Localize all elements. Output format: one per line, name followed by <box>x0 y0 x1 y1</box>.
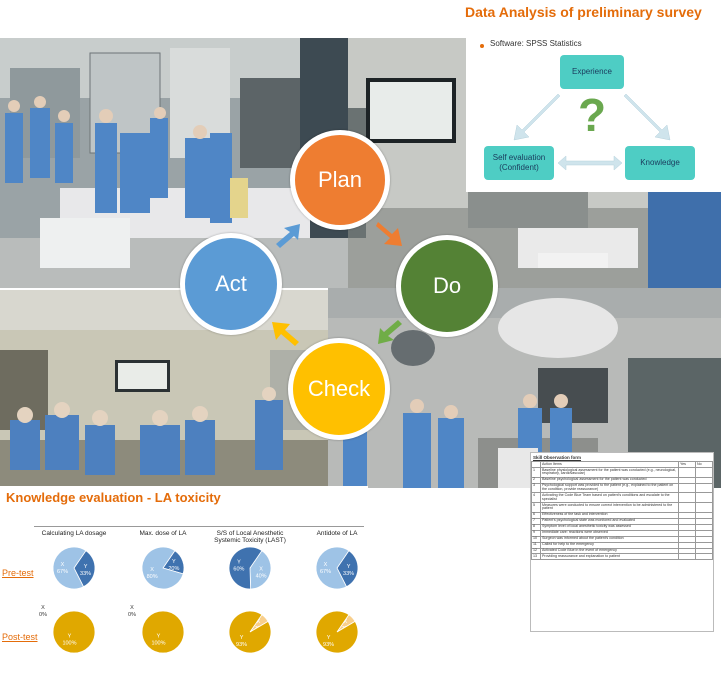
checklist-row-number: 1 <box>531 466 541 478</box>
pie-column-title: Antidote of LA <box>316 530 358 537</box>
pie-data-value: 20% <box>168 566 179 572</box>
checklist-row-number: 3 <box>531 482 541 494</box>
pie-column-title: Calculating LA dosage <box>41 530 107 537</box>
bullet-icon <box>480 44 484 48</box>
pie-zero-label: 0% <box>39 612 47 618</box>
pie-data-label: Y <box>68 634 72 640</box>
pie-zero-label: 0% <box>128 612 136 618</box>
pie-data-value: 93% <box>236 642 247 648</box>
checklist-title: Skill Observation form <box>533 455 582 460</box>
pie-data-value: 33% <box>343 571 354 577</box>
checklist-row-action: Psychological support was provided to th… <box>540 482 679 494</box>
knowledge-evaluation-panel: Knowledge evaluation - LA toxicity Pre-t… <box>0 486 368 680</box>
pie-data-value: 33% <box>80 571 91 577</box>
pie-data-label: X <box>257 619 261 625</box>
pie-data-value: 67% <box>57 569 68 575</box>
checklist-no-cell <box>695 482 713 494</box>
pie-data-value: 80% <box>147 574 158 580</box>
checklist-row-action: Baseline physiological assessment for th… <box>540 466 679 478</box>
check-circle: Check <box>288 338 390 440</box>
pre-test-pie-slice-x <box>141 546 184 590</box>
checklist-header-no: No <box>695 461 713 468</box>
pie-data-value: 67% <box>320 569 331 575</box>
pie-column-title: Max. dose of LA <box>139 530 187 537</box>
pie-data-label: Y <box>172 559 176 565</box>
arrow-self-eval-knowledge <box>557 155 623 171</box>
pie-data-label: X <box>324 562 328 568</box>
pre-test-pie-slice-y <box>228 546 263 590</box>
post-test-pie-slice-y <box>52 610 96 654</box>
pie-data-label: X <box>344 619 348 625</box>
checklist-row-number: 5 <box>531 502 541 513</box>
pie-charts-svg: Y33%X67%Y100%X0%Y20%X80%Y100%X0%X40%Y60%… <box>39 546 359 654</box>
pie-data-label: Y <box>157 634 161 640</box>
pie-data-label: Y <box>240 635 244 641</box>
training-photo-bottom-left <box>0 290 328 486</box>
post-test-label: Post-test <box>2 632 38 642</box>
pie-data-label: Y <box>347 564 351 570</box>
pre-test-pie-slice-x <box>249 550 272 590</box>
arrow-experience-to-self-eval <box>513 93 561 141</box>
pre-test-pie-slice-x <box>52 546 87 590</box>
pie-data-label: X <box>150 567 154 573</box>
experience-node: Experience <box>560 55 624 89</box>
post-test-pie-slice-y <box>141 610 185 654</box>
checklist-row-number: 4 <box>531 492 541 504</box>
checklist-yes-cell <box>678 502 696 513</box>
checklist-row-action: Activating the Code Blue Team based on p… <box>540 492 679 504</box>
skill-observation-form: Skill Observation form Action Items Yes … <box>530 452 714 632</box>
checklist-no-cell <box>695 492 713 504</box>
checklist-header-row: Action Items Yes No <box>531 461 713 468</box>
act-circle: Act <box>180 233 282 335</box>
page-title: Data Analysis of preliminary survey <box>465 4 702 20</box>
checklist-no-cell <box>695 553 713 561</box>
checklist-yes-cell <box>678 492 696 504</box>
checklist-no-cell <box>695 476 713 484</box>
arrow-experience-to-knowledge <box>623 93 671 141</box>
checklist-no-cell <box>695 502 713 513</box>
question-mark-icon: ? <box>578 89 607 141</box>
pie-header-rule <box>34 526 364 527</box>
pie-data-label: Y <box>237 560 241 566</box>
pie-data-label: Y <box>327 635 331 641</box>
pie-data-value: 60% <box>233 567 244 573</box>
checklist-no-cell <box>695 466 713 478</box>
relation-arrows <box>513 93 671 171</box>
knowledge-title: Knowledge evaluation - LA toxicity <box>6 490 221 505</box>
checklist-yes-cell <box>678 466 696 478</box>
post-test-pie-slice-y <box>228 610 272 654</box>
pie-data-value: 100% <box>151 641 165 647</box>
survey-analysis-panel: Software: SPSS Statistics Experience Sel… <box>466 30 721 192</box>
pie-data-label: Y <box>84 564 88 570</box>
pie-data-label: X <box>259 566 263 572</box>
pre-test-pie-slice-x <box>315 546 350 590</box>
pre-test-label: Pre-test <box>2 568 34 578</box>
pie-data-label: X <box>61 562 65 568</box>
post-test-pie-slice-y <box>315 610 359 654</box>
knowledge-node: Knowledge <box>625 146 695 180</box>
pie-data-value: 100% <box>62 641 76 647</box>
checklist-yes-cell <box>678 553 696 561</box>
software-text: Software: SPSS Statistics <box>490 39 582 48</box>
self-evaluation-node: Self evaluation (Confident) <box>484 146 554 180</box>
checklist-row-number: 13 <box>531 553 541 561</box>
pie-data-value: 40% <box>256 573 267 579</box>
checklist-row-action: Providing reassurance and explanation to… <box>540 553 679 561</box>
pie-zero-label: X <box>41 605 45 611</box>
pie-data-value: 93% <box>323 642 334 648</box>
checklist-row-action: Measures were conducted to ensure correc… <box>540 502 679 513</box>
pie-column-title: S/S of Local Anesthetic Systemic Toxicit… <box>214 530 286 545</box>
plan-circle: Plan <box>290 130 390 230</box>
do-circle: Do <box>396 235 498 337</box>
pie-zero-label: X <box>130 605 134 611</box>
checklist-yes-cell <box>678 482 696 494</box>
